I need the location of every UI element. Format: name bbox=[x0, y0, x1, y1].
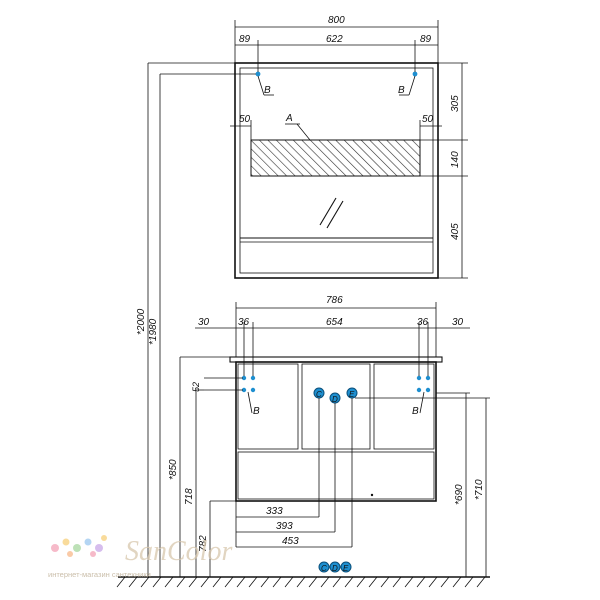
connector-c: C bbox=[313, 387, 325, 399]
watermark-brand: SanColor bbox=[125, 536, 232, 567]
cabinet-center-door bbox=[301, 363, 371, 450]
shelf-label-leader bbox=[296, 123, 311, 141]
mirror-mount-dot bbox=[255, 71, 261, 77]
cabinet-view: B B C D E 786 30 36 654 36 30 5 bbox=[191, 295, 490, 577]
svg-text:D: D bbox=[332, 395, 338, 404]
svg-text:C: C bbox=[321, 564, 327, 573]
floor: C D E bbox=[116, 561, 490, 588]
mirror-mount-label-left: B bbox=[264, 85, 271, 96]
mirror-glare-mark bbox=[319, 197, 337, 226]
cabinet-mount-dot bbox=[250, 375, 256, 381]
cabinet-mount-dot bbox=[250, 387, 256, 393]
cabinet-right-door bbox=[373, 363, 435, 450]
mirror-right-offset: 89 bbox=[420, 34, 432, 45]
cabinet-mount-dot bbox=[241, 375, 247, 381]
watermark-tagline: интернет-магазин сантехники bbox=[48, 570, 151, 579]
mirror-inset-left: 50 bbox=[239, 114, 251, 125]
height-690: *690 bbox=[454, 484, 465, 505]
mirror-mount-leader bbox=[257, 75, 265, 96]
left-height-dims: *2000 *1980 *850 718 782 bbox=[136, 62, 256, 577]
svg-text:E: E bbox=[343, 564, 349, 573]
floor-connector-e: E bbox=[340, 561, 352, 573]
cabinet-mount-dot bbox=[241, 387, 247, 393]
height-850: *850 bbox=[168, 459, 179, 480]
svg-text:C: C bbox=[316, 390, 322, 399]
mirror-mount-dot bbox=[412, 71, 418, 77]
cabinet-mount-label-left: B bbox=[253, 406, 260, 417]
svg-text:E: E bbox=[349, 390, 355, 399]
floor-connector-d: D bbox=[329, 561, 341, 573]
cabinet-mount-leader bbox=[247, 391, 253, 414]
cabinet-mount-dot bbox=[425, 387, 431, 393]
watermark: SanColor интернет-магазин сантехники bbox=[48, 535, 232, 579]
cabinet-mount-dot bbox=[425, 375, 431, 381]
mirror-height-shelf: 140 bbox=[450, 151, 461, 168]
drain-mark bbox=[370, 493, 374, 497]
cabinet-mount-label-right: B bbox=[412, 406, 419, 417]
height-710: *710 bbox=[474, 479, 485, 500]
mirror-mount-label-right: B bbox=[398, 85, 405, 96]
shelf-label: A bbox=[285, 113, 293, 124]
mirror-inset-right: 50 bbox=[422, 114, 434, 125]
cabinet-hole-spacing: 52 bbox=[191, 382, 201, 392]
mirror-inner-frame bbox=[239, 67, 434, 274]
mirror-height-top: 305 bbox=[450, 95, 461, 112]
watermark-logo-dots bbox=[51, 535, 107, 557]
mirror-width-total: 800 bbox=[328, 15, 345, 26]
cabinet-drawer bbox=[237, 451, 435, 500]
cabinet-body bbox=[235, 361, 437, 502]
mirror-frame bbox=[234, 62, 439, 279]
cabinet-mount-leader bbox=[419, 391, 425, 414]
floor-hatching bbox=[116, 576, 486, 588]
dist-333: 333 bbox=[266, 506, 283, 517]
height-2000: *2000 bbox=[136, 308, 147, 335]
connector-e: E bbox=[346, 387, 358, 399]
mirror-glare-mark bbox=[326, 200, 344, 229]
mirror-shelf-hatched bbox=[250, 139, 421, 177]
svg-text:D: D bbox=[332, 564, 338, 573]
floor-connector-c: C bbox=[318, 561, 330, 573]
mirror-mount-leader bbox=[408, 75, 416, 96]
cabinet-side-right: 30 bbox=[452, 317, 464, 328]
height-782: 782 bbox=[198, 535, 209, 552]
cabinet-width-total: 786 bbox=[326, 295, 343, 306]
cabinet-mount-dot bbox=[416, 375, 422, 381]
mirror-height-bottom: 405 bbox=[450, 223, 461, 240]
cabinet-offset-right: 36 bbox=[417, 317, 429, 328]
dist-453: 453 bbox=[282, 536, 299, 547]
cabinet-left-door bbox=[237, 363, 299, 450]
height-718: 718 bbox=[184, 488, 195, 505]
dist-393: 393 bbox=[276, 521, 293, 532]
height-1980: *1980 bbox=[148, 318, 159, 345]
cabinet-center-span: 654 bbox=[326, 317, 343, 328]
mirror-left-offset: 89 bbox=[239, 34, 251, 45]
mirror-center-span: 622 bbox=[326, 34, 343, 45]
cabinet-side-left: 30 bbox=[198, 317, 210, 328]
connector-d: D bbox=[329, 392, 341, 404]
mirror-view: B B 800 89 622 89 50 50 A 305 140 405 bbox=[230, 15, 468, 279]
cabinet-mount-dot bbox=[416, 387, 422, 393]
cabinet-offset-left: 36 bbox=[238, 317, 250, 328]
